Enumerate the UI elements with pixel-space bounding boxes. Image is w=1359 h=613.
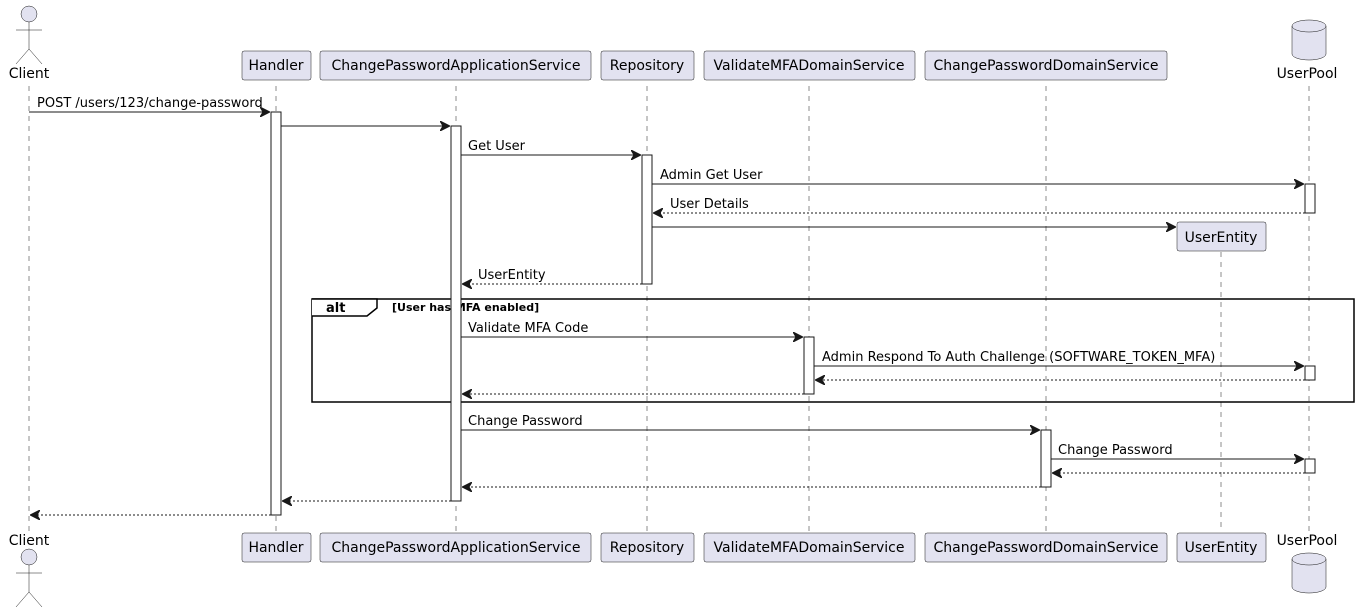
participants-top: Client Handler ChangePasswordApplication… [9, 5, 1338, 82]
activation-validate-mfa [803, 336, 815, 395]
lifelines [28, 86, 1310, 532]
participant-box-user-entity-bottom [1176, 532, 1267, 563]
activation-repository [641, 154, 653, 285]
database-icon [1291, 552, 1327, 594]
alt-condition: [User has MFA enabled] [392, 301, 539, 314]
alt-keyword: alt [326, 301, 345, 316]
participant-box-user-entity-created [1176, 221, 1267, 252]
participant-box-validate-mfa-bottom [703, 532, 916, 563]
messages: POST /users/123/change-password Get User… [29, 96, 1305, 515]
activation-app-service [450, 125, 462, 502]
actor-head [20, 5, 38, 23]
participant-label-change-password-ds-bottom: ChangePasswordDomainService [933, 540, 1158, 556]
participant-box-handler [241, 50, 312, 81]
participant-label-user-entity-bottom: UserEntity [1185, 540, 1258, 556]
participant-box-change-password-ds-bottom [924, 532, 1168, 563]
database-icon [1291, 19, 1327, 61]
msg-user-entity-return-label: UserEntity [478, 268, 546, 283]
alt-fragment: alt [User has MFA enabled] [311, 298, 1355, 403]
activation-user-pool-change [1304, 458, 1316, 474]
msg-change-password-label: Change Password [468, 414, 583, 429]
participant-label-repository-bottom: Repository [610, 540, 684, 556]
participant-box-validate-mfa [703, 50, 916, 81]
participant-label-repository: Repository [610, 58, 684, 74]
msg-admin-get-user-label: Admin Get User [660, 168, 763, 183]
msg-validate-mfa-label: Validate MFA Code [468, 321, 588, 336]
participant-label-client: Client [9, 66, 50, 82]
database-icon-rim [1291, 558, 1327, 566]
msg-admin-respond-label: Admin Respond To Auth Challenge (SOFTWAR… [822, 350, 1215, 365]
database-icon-rim [1291, 25, 1327, 33]
database-user-pool-bottom: UserPool [1277, 533, 1338, 594]
participant-box-repository [600, 50, 695, 81]
msg-change-password-pool-label: Change Password [1058, 443, 1173, 458]
participant-label-user-entity-created: UserEntity [1185, 230, 1258, 246]
alt-frame [311, 298, 1355, 403]
actor-head [20, 548, 38, 566]
participant-label-client-bottom: Client [9, 533, 50, 549]
activation-handler [270, 111, 282, 516]
participant-label-app-service: ChangePasswordApplicationService [332, 58, 581, 74]
participant-box-change-password-ds [924, 50, 1168, 81]
activation-user-pool-get [1304, 183, 1316, 214]
participant-label-user-pool-bottom: UserPool [1277, 533, 1338, 549]
actor-leg-left [15, 591, 30, 608]
activations [270, 111, 1316, 516]
participant-box-app-service-bottom [319, 532, 592, 563]
participant-box-app-service [319, 50, 592, 81]
msg-user-details-label: User Details [670, 197, 749, 212]
activation-change-password-ds [1040, 429, 1052, 488]
alt-label-tab [312, 298, 378, 317]
actor-leg-right [28, 591, 43, 608]
participant-label-user-pool: UserPool [1277, 66, 1338, 82]
participant-label-validate-mfa-bottom: ValidateMFADomainService [714, 540, 905, 556]
participant-label-validate-mfa: ValidateMFADomainService [714, 58, 905, 74]
actor-client-top: Client [9, 5, 50, 82]
actor-leg-left [15, 48, 30, 65]
participant-label-handler-bottom: Handler [248, 540, 303, 556]
actor-client-bottom: Client [9, 533, 50, 608]
participant-label-change-password-ds: ChangePasswordDomainService [933, 58, 1158, 74]
participants-bottom: Client Handler ChangePasswordApplication… [9, 532, 1338, 608]
participant-label-handler: Handler [248, 58, 303, 74]
msg-get-user-label: Get User [468, 139, 526, 154]
activation-user-pool-mfa [1304, 365, 1316, 381]
participant-box-handler-bottom [241, 532, 312, 563]
participant-box-repository-bottom [600, 532, 695, 563]
participant-label-app-service-bottom: ChangePasswordApplicationService [332, 540, 581, 556]
msg-post-label: POST /users/123/change-password [37, 96, 263, 111]
database-user-pool-top: UserPool [1277, 19, 1338, 82]
actor-leg-right [28, 48, 43, 65]
